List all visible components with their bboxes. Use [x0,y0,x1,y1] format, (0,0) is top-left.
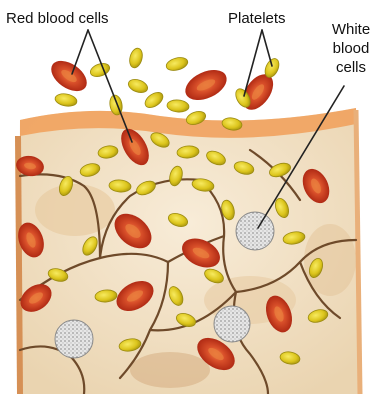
red-blood-cell-icon [181,64,232,106]
platelet-icon [127,77,150,95]
white-blood-cell-icon [236,212,274,250]
rbc-leader-line [72,30,88,74]
white-blood-cells-label-line: cells [336,59,366,76]
white-blood-cell-icon [214,306,250,342]
platelet-icon [54,92,78,108]
platelet-icon [167,99,190,113]
platelet-icon [128,47,145,69]
white-blood-cells-label-line: blood [333,40,370,57]
red-blood-cell-icon [46,55,93,98]
platelet-icon [89,61,112,79]
platelets-label: Platelets [228,10,286,28]
platelet-icon [142,89,165,110]
platelet-icon [165,55,189,72]
white-blood-cell-icon [55,320,93,358]
platelets-leader-line [262,30,272,66]
white-blood-cells-label-line: White [332,21,370,38]
white-blood-cells-label: White blood cells [318,20,384,77]
red-blood-cells-label: Red blood cells [6,10,109,28]
